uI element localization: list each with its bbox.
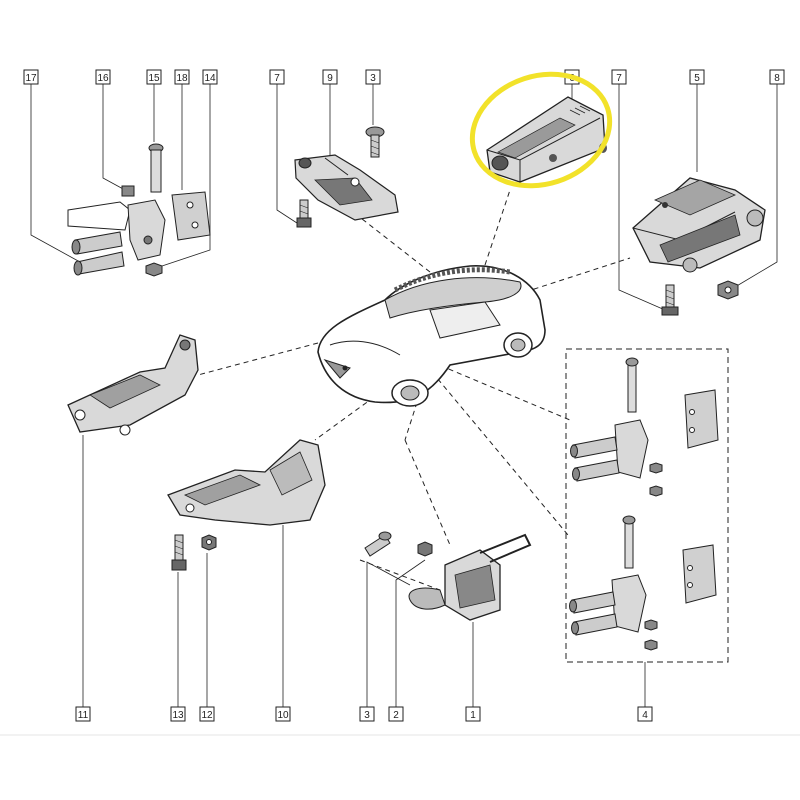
callout-12-label: 12 — [201, 710, 213, 721]
part-7-bolt-right — [661, 284, 679, 316]
callout-11: 11 — [75, 706, 91, 722]
part-18-plate — [171, 191, 211, 241]
leader-lines — [30, 84, 778, 707]
part-3-screw-bottom — [364, 531, 392, 557]
part-14-nut — [145, 262, 163, 277]
callout-8-label: 8 — [774, 73, 780, 84]
callout-17-label: 17 — [25, 73, 37, 84]
part-15-pin — [148, 143, 164, 193]
callout-15: 15 — [146, 69, 162, 85]
callout-7b: 7 — [611, 69, 627, 85]
callout-7b-label: 7 — [616, 73, 622, 84]
part-5-hinge — [632, 177, 766, 273]
callout-4: 4 — [637, 706, 653, 722]
callout-12: 12 — [199, 706, 215, 722]
callout-2: 2 — [388, 706, 404, 722]
callout-11-label: 11 — [78, 710, 89, 721]
part-6-highlight-ring — [469, 71, 613, 189]
callout-13: 13 — [170, 706, 186, 722]
callout-3a-label: 3 — [370, 73, 376, 84]
part-8-nut — [717, 280, 739, 300]
callout-3b-label: 3 — [364, 710, 370, 721]
part-17-screws — [71, 231, 125, 276]
hinge-body-left — [67, 199, 166, 261]
callout-8: 8 — [769, 69, 785, 85]
part-4-upper-hinge — [570, 357, 719, 497]
part-4-lower-hinge — [569, 515, 717, 651]
callout-5: 5 — [689, 69, 705, 85]
callout-15-label: 15 — [148, 73, 160, 84]
callout-9-label: 9 — [327, 73, 333, 84]
part-16-cap — [121, 185, 135, 197]
part-6-hinge — [486, 96, 607, 183]
callout-4-label: 4 — [642, 710, 648, 721]
callout-7a-label: 7 — [274, 73, 280, 84]
part-12-nut — [201, 534, 217, 551]
callout-1: 1 — [465, 706, 481, 722]
callout-9: 9 — [322, 69, 338, 85]
callout-10-label: 10 — [277, 710, 289, 721]
callout-16-label: 16 — [97, 73, 109, 84]
callout-7a: 7 — [269, 69, 285, 85]
part-1-check-strap — [408, 533, 532, 621]
part-3-screw-top — [365, 126, 385, 158]
part-4-group-box — [565, 348, 729, 663]
callout-14-label: 14 — [204, 73, 216, 84]
part-2-nut — [417, 541, 433, 557]
part-7-bolt-top — [296, 199, 312, 228]
callout-13-label: 13 — [172, 710, 184, 721]
callout-10: 10 — [275, 706, 291, 722]
callout-3b: 3 — [359, 706, 375, 722]
part-10-hinge — [167, 439, 326, 526]
car-illustration — [317, 265, 546, 407]
callout-18-label: 18 — [176, 73, 188, 84]
part-11-hinge — [67, 334, 199, 436]
callout-16: 16 — [95, 69, 111, 85]
part-9-hinge — [294, 154, 399, 221]
callout-3a: 3 — [365, 69, 381, 85]
callout-18: 18 — [174, 69, 190, 85]
callout-1-label: 1 — [470, 710, 476, 721]
callout-2-label: 2 — [393, 710, 399, 721]
callout-14: 14 — [202, 69, 218, 85]
part-13-bolt — [171, 534, 187, 571]
callout-5-label: 5 — [694, 73, 700, 84]
callout-17: 17 — [23, 69, 39, 85]
